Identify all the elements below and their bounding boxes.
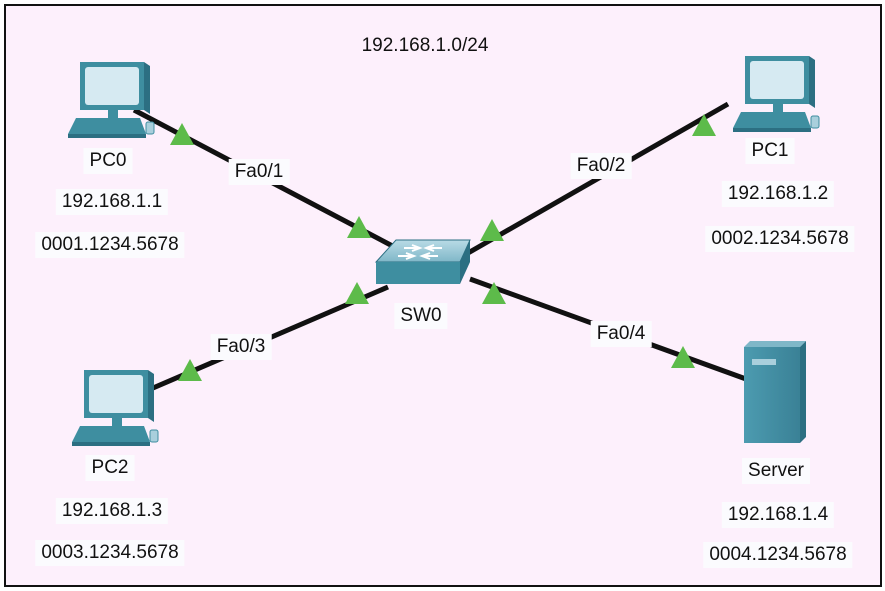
pc0-icon[interactable]	[68, 62, 155, 138]
pc2-name: PC2	[85, 455, 135, 481]
link-up-indicator	[347, 216, 371, 238]
topology-canvas: 192.168.1.0/24 Fa0/1 Fa0/2 Fa0/3 Fa0/4 S…	[4, 4, 882, 587]
pc1-mac: 0002.1234.5678	[705, 226, 855, 252]
link-up-indicator	[170, 123, 194, 145]
pc2-ip: 192.168.1.3	[55, 498, 169, 524]
port-label-fa0-1: Fa0/1	[228, 159, 290, 185]
pc1-ip: 192.168.1.2	[721, 181, 835, 207]
pc0-mac: 0001.1234.5678	[35, 232, 185, 258]
pc1-name: PC1	[745, 138, 795, 164]
server-name: Server	[742, 458, 810, 484]
port-label-fa0-4: Fa0/4	[590, 321, 652, 347]
link-up-indicator	[671, 346, 695, 368]
server-icon[interactable]	[744, 341, 806, 443]
port-label-fa0-2: Fa0/2	[570, 153, 632, 179]
link-up-indicator	[482, 282, 506, 304]
link-up-indicator	[480, 219, 504, 241]
pc1-icon[interactable]	[733, 56, 820, 132]
pc2-icon[interactable]	[72, 370, 159, 446]
server-mac: 0004.1234.5678	[703, 542, 853, 568]
pc0-name: PC0	[83, 148, 133, 174]
port-label-fa0-3: Fa0/3	[210, 334, 272, 360]
switch-icon[interactable]	[374, 239, 471, 284]
switch-name: SW0	[394, 303, 448, 329]
server-ip: 192.168.1.4	[721, 502, 835, 528]
pc0-ip: 192.168.1.1	[55, 189, 169, 215]
link-up-indicator	[178, 359, 202, 381]
subnet-label: 192.168.1.0/24	[361, 35, 489, 56]
link-up-indicator	[345, 282, 369, 304]
link-status-indicators	[170, 114, 716, 381]
pc2-mac: 0003.1234.5678	[35, 540, 185, 566]
topology-diagram	[68, 56, 820, 446]
link-up-indicator	[692, 114, 716, 136]
